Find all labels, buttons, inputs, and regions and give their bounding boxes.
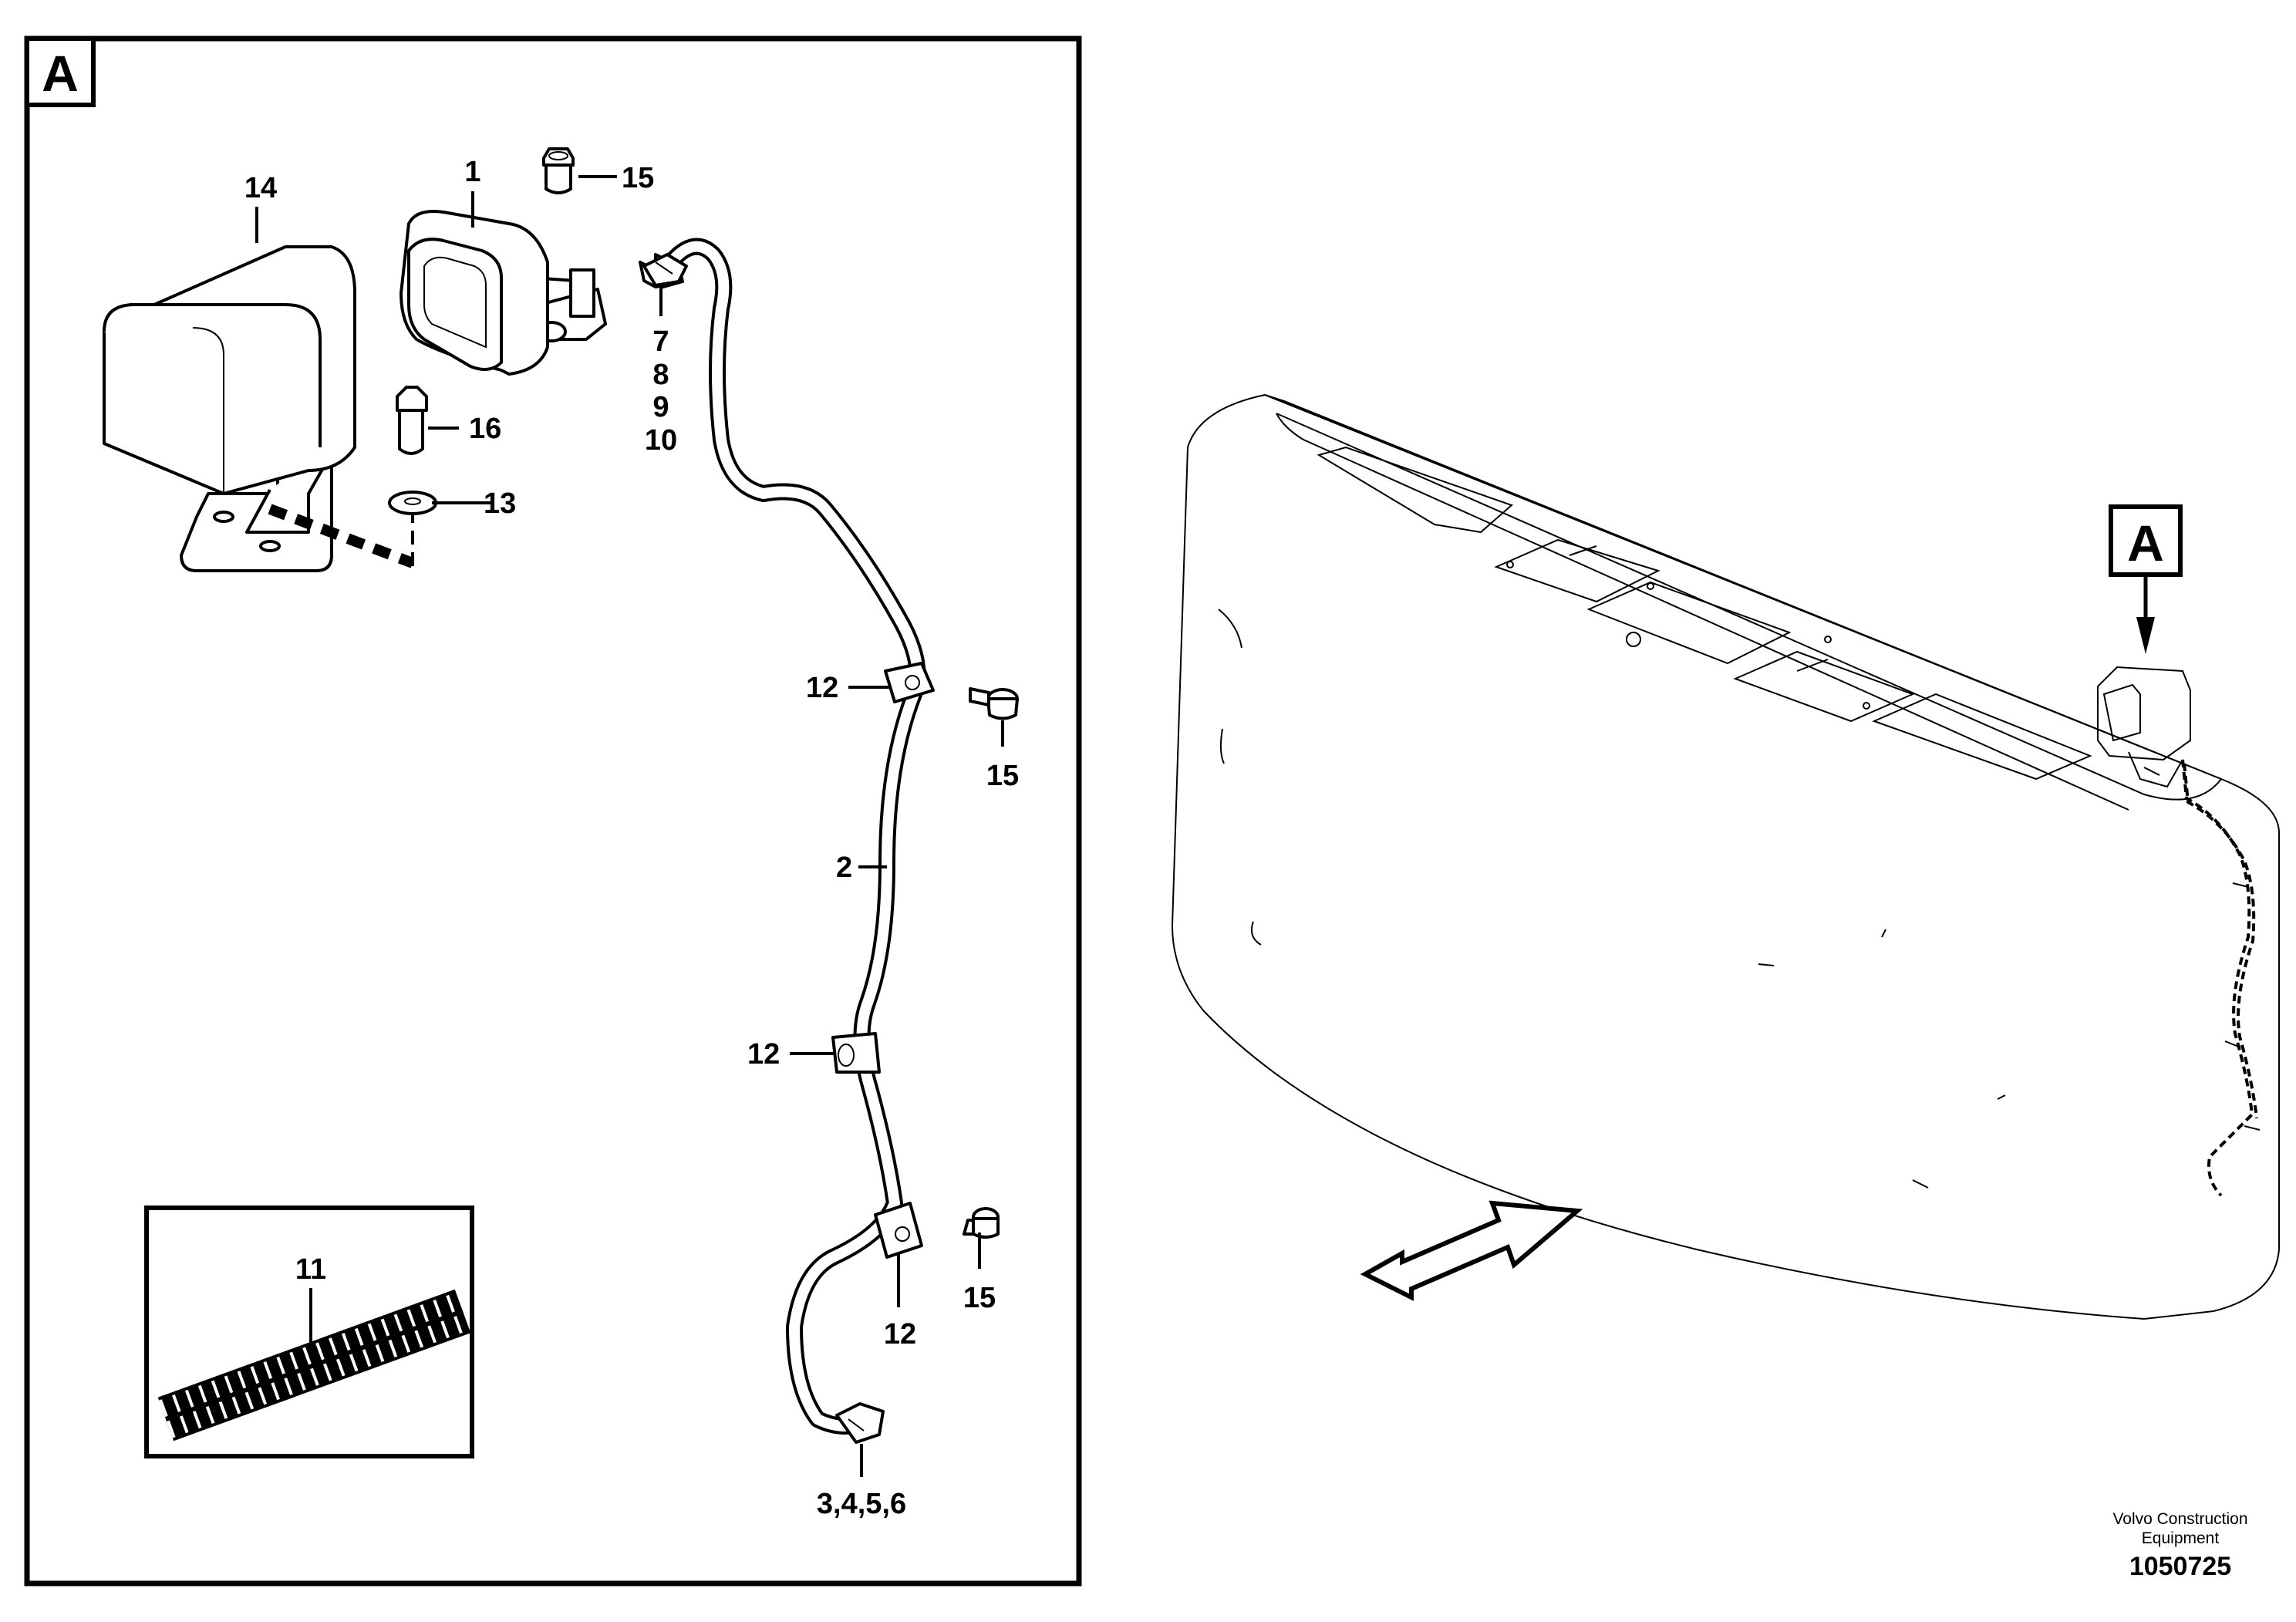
washer-part: [388, 491, 437, 515]
callout-13: 13: [484, 487, 516, 520]
clip-12-lower: [874, 1202, 923, 1259]
callout-labels: 14 1 15 7 8 9 10 16 13 12 15 2 12 12 15 …: [244, 156, 1019, 1520]
body-outline: [1171, 393, 2280, 1320]
work-lamp-part: [400, 210, 607, 376]
callout-15-lower: 15: [963, 1282, 996, 1314]
clip-12-middle: [831, 1032, 881, 1074]
top-plate-5: [1872, 693, 2092, 781]
callout-1: 1: [464, 156, 480, 188]
guard-cover-part: [103, 245, 356, 572]
top-plate-2: [1494, 538, 1660, 603]
credit-line-2: Equipment: [2142, 1529, 2220, 1547]
callout-12-middle: 12: [747, 1038, 780, 1071]
overview-pointer-arrow: [2136, 617, 2155, 654]
callout-7: 7: [652, 325, 669, 358]
top-plate-3: [1586, 581, 1792, 665]
callout-12-lower: 12: [884, 1318, 916, 1351]
document-number: 1050725: [2129, 1552, 2231, 1581]
wiring-harness-part: [663, 238, 926, 1435]
detail-view-a: A: [24, 35, 1082, 1587]
bolt-15-middle: [969, 687, 1019, 720]
view-marker-label: A: [42, 45, 79, 102]
overview-marker-label: A: [2127, 514, 2164, 572]
leader-lines: [255, 175, 1004, 1477]
view-marker-box: [25, 36, 96, 107]
clip-12-upper: [884, 662, 935, 703]
overview-lamp: [2097, 666, 2191, 788]
callout-14: 14: [244, 172, 277, 204]
direction-arrow: [1360, 1200, 1583, 1301]
credit-line-1: Volvo Construction: [2112, 1510, 2247, 1528]
callout-15-upper: 15: [622, 162, 654, 194]
callout-15-middle: 15: [986, 760, 1019, 792]
harness-connector-top: [642, 253, 688, 287]
callout-12-upper: 12: [806, 672, 838, 704]
footer-credit: Volvo Construction Equipment 1050725: [2112, 1510, 2247, 1581]
callout-16: 16: [469, 413, 501, 445]
harness-connector-bottom: [835, 1402, 885, 1444]
callout-9: 9: [652, 391, 669, 423]
callout-2: 2: [836, 851, 852, 884]
detail-frame: [24, 35, 1082, 1587]
bolt-part: [396, 386, 428, 455]
corrugated-tube-part: [157, 1289, 471, 1442]
mounting-dashed-line: [268, 504, 415, 568]
callout-11: 11: [295, 1253, 326, 1286]
overview-view: A: [1171, 393, 2280, 1320]
callout-10: 10: [645, 424, 677, 457]
top-plate-1: [1317, 446, 1513, 534]
callout-8: 8: [652, 359, 669, 391]
bolt-15-upper: [542, 147, 575, 194]
callout-3-4-5-6: 3,4,5,6: [817, 1488, 906, 1520]
top-plate-4: [1733, 650, 1915, 723]
